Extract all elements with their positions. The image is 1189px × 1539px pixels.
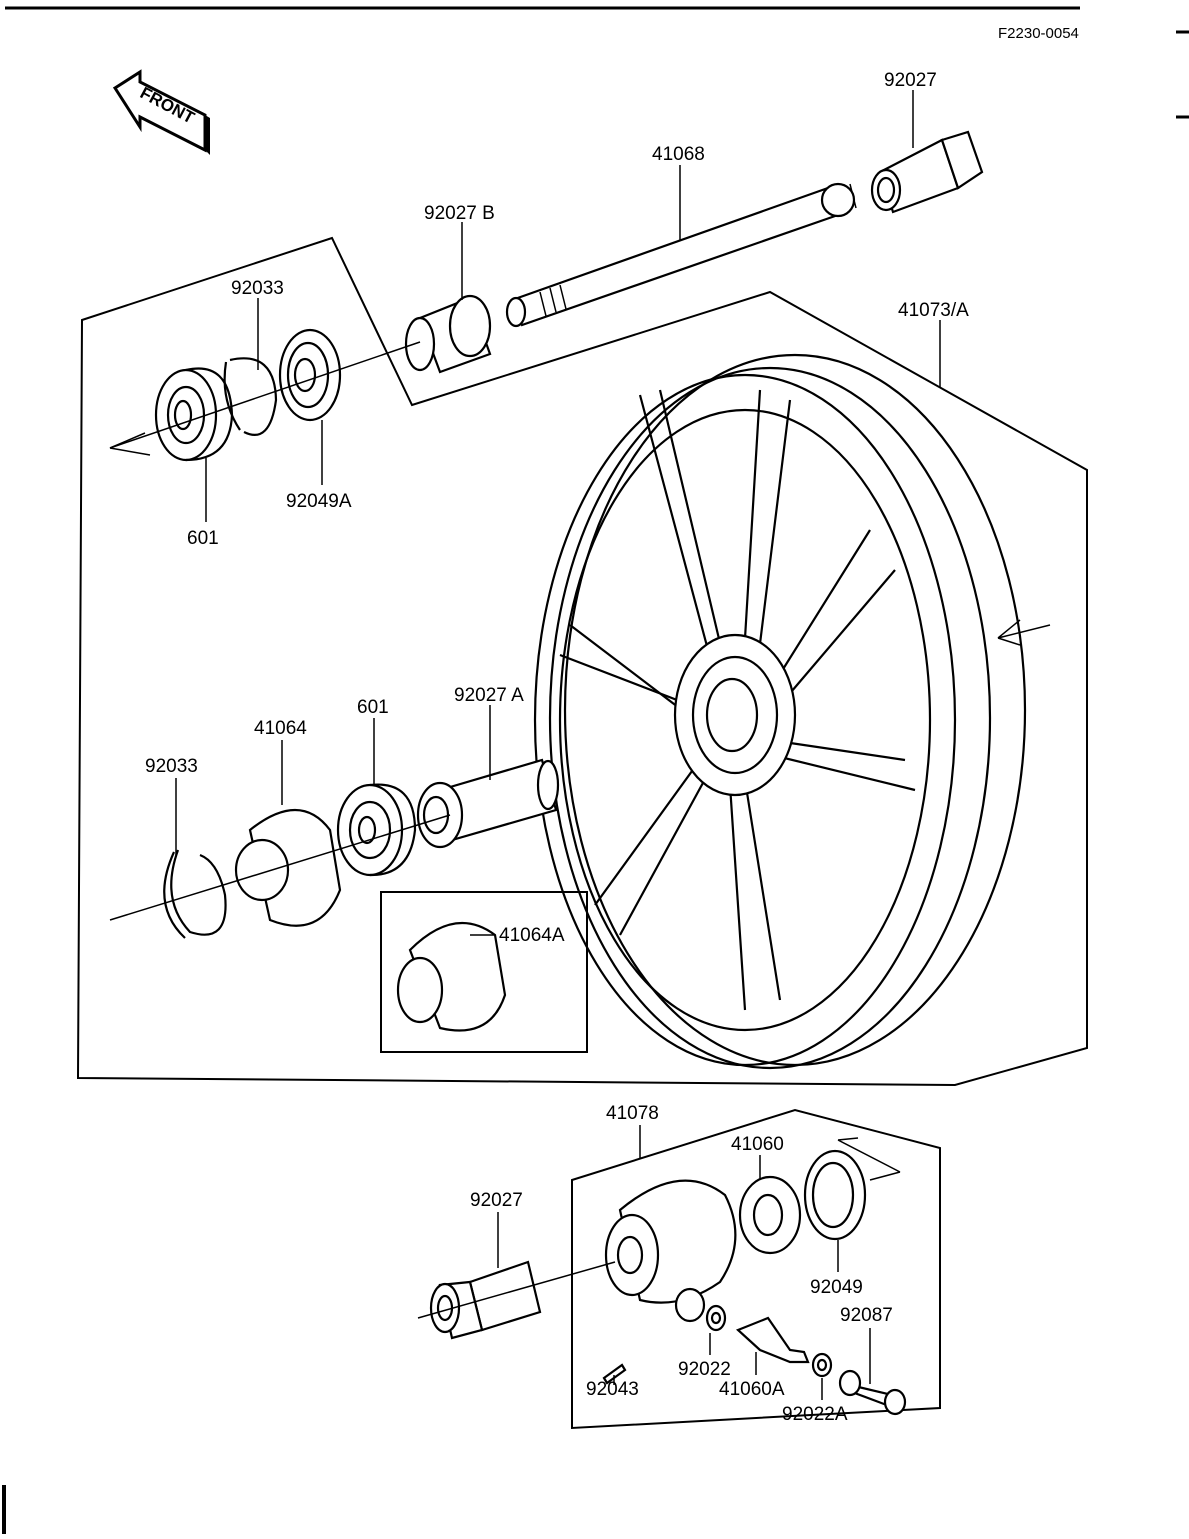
label-92027A: 92027 A (454, 685, 524, 706)
label-41068: 41068 (652, 144, 705, 165)
washer-92022A (811, 1352, 833, 1378)
wheel-direction-arrow (997, 619, 1051, 646)
label-41073A: 41073/A (898, 300, 969, 321)
axis-arrow-bottom (837, 1137, 901, 1181)
bushing-92087 (838, 1369, 907, 1416)
label-92043: 92043 (586, 1379, 639, 1400)
circlip-92033-mid (163, 849, 227, 939)
axis-line-bottom (417, 1261, 616, 1319)
cover-41064 (234, 809, 342, 927)
washer-92022 (705, 1304, 727, 1332)
diagram-code: F2230-0054 (998, 25, 1079, 42)
axis-line-top (109, 341, 421, 449)
seal-92049A (278, 328, 342, 422)
label-601-mid: 601 (357, 697, 389, 718)
cover-41064A (396, 921, 507, 1032)
label-92022: 92022 (678, 1359, 731, 1380)
spacer-92027A (416, 758, 560, 849)
label-41064: 41064 (254, 718, 307, 739)
label-601-top: 601 (187, 528, 219, 549)
pin-92043 (602, 1363, 627, 1385)
label-41078: 41078 (606, 1103, 659, 1124)
label-92049A: 92049A (286, 491, 352, 512)
axis-arrow-top (109, 432, 151, 456)
label-41060A: 41060A (719, 1379, 785, 1400)
axle-41068 (505, 182, 857, 328)
speedometer-housing-41078 (604, 1179, 737, 1323)
spacer-92027B (404, 294, 492, 374)
speedometer-gear-41060 (738, 1175, 802, 1255)
main-assembly-outline (76, 236, 1088, 1087)
front-arrow: FRONT (112, 69, 210, 155)
axle-nut-92027-top (870, 130, 984, 214)
label-92027-bottom: 92027 (470, 1190, 523, 1211)
axle-nut-92027-bottom (429, 1260, 542, 1340)
hub-assembly-outline (571, 1108, 941, 1430)
wheel-41073A (533, 353, 1027, 1070)
label-92033-mid: 92033 (145, 756, 198, 777)
circlip-92033-top (223, 357, 278, 437)
label-92022A: 92022A (782, 1404, 848, 1425)
label-41064A: 41064A (499, 925, 565, 946)
part-labels: 92027 41068 92027 B 41073/A 92033 92049A… (145, 70, 969, 1425)
label-92027-top: 92027 (884, 70, 937, 91)
label-41060: 41060 (731, 1134, 784, 1155)
bearing-601-top (154, 367, 234, 462)
seal-92049 (803, 1149, 867, 1241)
axis-line-mid (109, 814, 451, 921)
pinion-41060A (735, 1316, 810, 1364)
label-92049: 92049 (810, 1277, 863, 1298)
leader-lines (175, 90, 941, 1400)
label-92033-top: 92033 (231, 278, 284, 299)
label-92087: 92087 (840, 1305, 893, 1326)
bearing-601-mid (336, 783, 417, 877)
inset-box-41064A (380, 891, 588, 1053)
label-92027B: 92027 B (424, 203, 495, 224)
